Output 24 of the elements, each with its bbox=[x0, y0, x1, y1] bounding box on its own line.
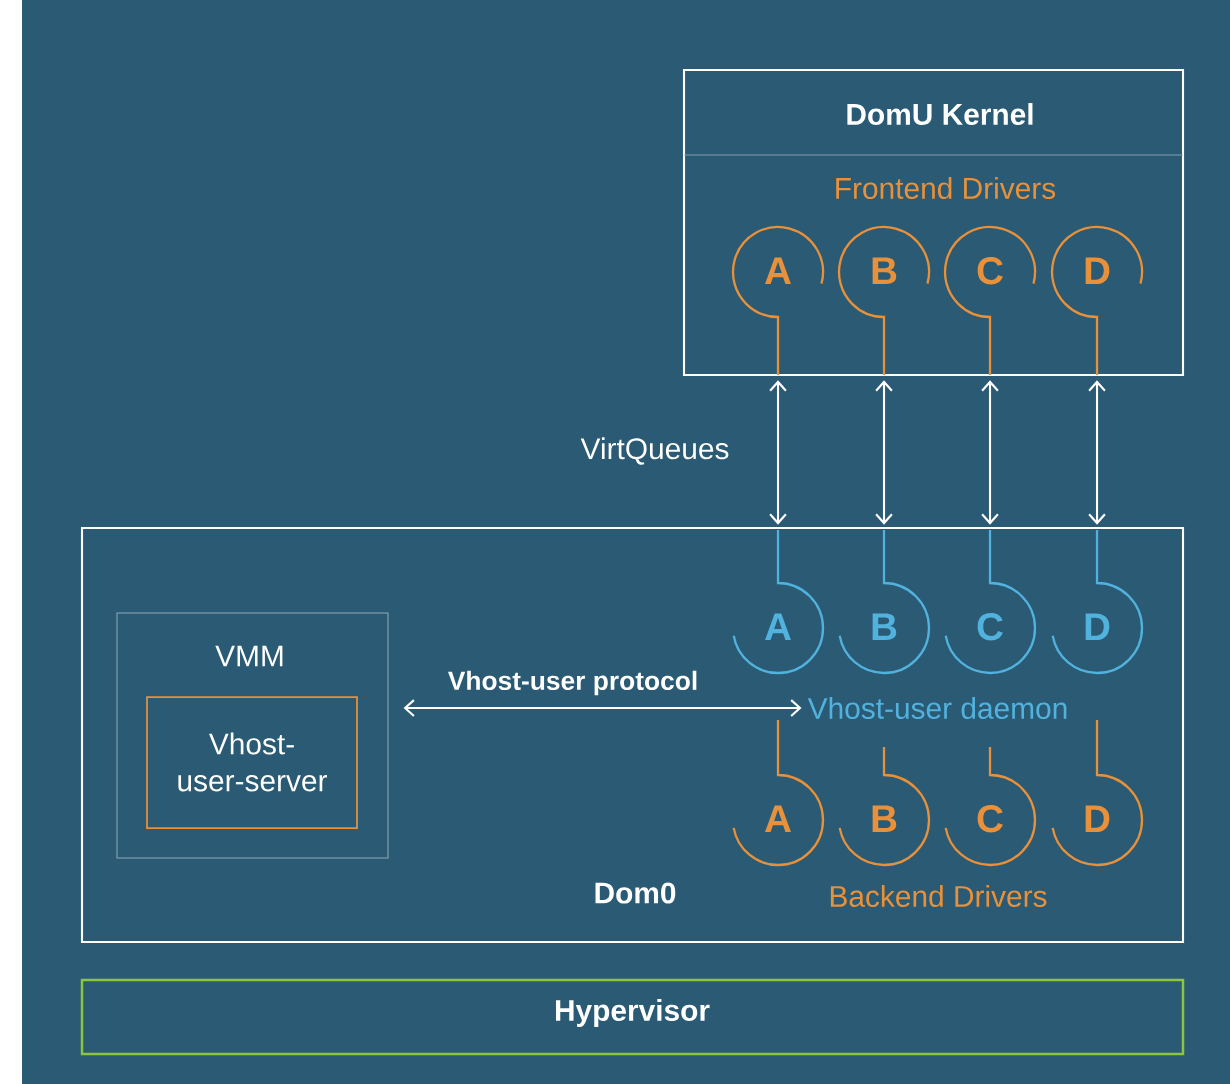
edge-group-label: VirtQueues bbox=[580, 437, 729, 465]
daemon-label: Vhost-user daemon bbox=[807, 697, 1067, 719]
arrow bbox=[769, 380, 787, 525]
edge-label: Vhost-user protocol bbox=[447, 670, 697, 696]
driver-hook: B bbox=[838, 747, 931, 867]
driver-hook: C bbox=[944, 747, 1037, 867]
driver-hook: C bbox=[944, 530, 1037, 675]
driver-hook: A bbox=[732, 720, 825, 867]
arrow bbox=[981, 380, 999, 525]
arrow bbox=[403, 699, 802, 717]
arrow bbox=[875, 380, 893, 525]
section-label: Frontend Drivers bbox=[836, 177, 1056, 199]
server-box: Vhost- user-server bbox=[146, 696, 358, 829]
driver-hook: D bbox=[1050, 225, 1144, 375]
driver-hook: D bbox=[1051, 530, 1144, 675]
section-label: Backend Drivers bbox=[830, 885, 1047, 907]
driver-hook: B bbox=[837, 225, 931, 375]
driver-hook: D bbox=[1051, 720, 1144, 867]
driver-hook: C bbox=[943, 225, 1037, 375]
driver-hook: B bbox=[838, 530, 931, 675]
driver-hook: A bbox=[731, 225, 825, 375]
driver-hook: A bbox=[732, 530, 825, 675]
hypervisor-box: Hypervisor bbox=[80, 978, 1185, 1056]
arrow bbox=[1088, 380, 1106, 525]
